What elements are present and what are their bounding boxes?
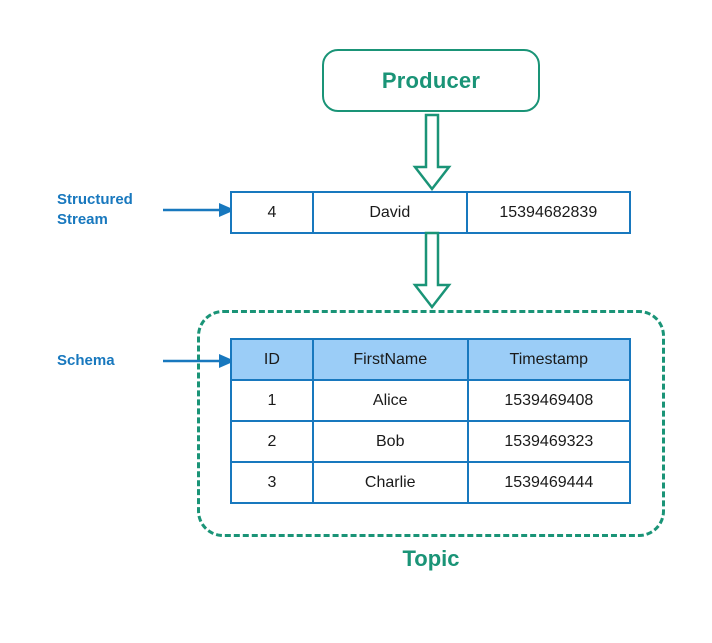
arrow-right-icon-schema <box>163 353 235 369</box>
schema-header-id: ID <box>230 338 314 381</box>
schema-table: ID FirstName Timestamp 1 Alice 153946940… <box>230 338 632 504</box>
table-row: 2 Bob 1539469323 <box>230 420 632 463</box>
producer-node: Producer <box>322 49 540 112</box>
stream-cell-id: 4 <box>230 191 314 234</box>
block-arrow-down-icon-producer-to-stream <box>412 113 452 193</box>
schema-cell-timestamp: 1539469444 <box>466 461 632 504</box>
schema-cell-id: 3 <box>230 461 314 504</box>
schema-header-first-name: FirstName <box>311 338 469 381</box>
table-row: 3 Charlie 1539469444 <box>230 461 632 504</box>
block-arrow-down-icon-stream-to-topic <box>412 231 452 311</box>
schema-label: Schema <box>57 352 115 369</box>
producer-label: Producer <box>381 67 481 93</box>
schema-cell-first-name: Bob <box>311 420 469 463</box>
stream-cell-timestamp: 15394682839 <box>465 191 632 234</box>
schema-cell-timestamp: 1539469323 <box>466 420 632 463</box>
schema-cell-first-name: Charlie <box>311 461 469 504</box>
topic-caption: Topic <box>402 546 460 571</box>
schema-cell-id: 1 <box>230 379 314 422</box>
schema-cell-first-name: Alice <box>311 379 469 422</box>
schema-cell-timestamp: 1539469408 <box>466 379 632 422</box>
schema-cell-id: 2 <box>230 420 314 463</box>
arrow-right-icon-stream <box>163 202 235 218</box>
table-row: 4 David 15394682839 <box>230 191 632 234</box>
structured-stream-label-line1: Structured <box>57 191 133 208</box>
table-row: 1 Alice 1539469408 <box>230 379 632 422</box>
structured-stream-label: Structured Stream <box>57 190 177 230</box>
stream-cell-first-name: David <box>311 191 468 234</box>
topic-container <box>197 310 665 537</box>
schema-header-timestamp: Timestamp <box>466 338 632 381</box>
table-header-row: ID FirstName Timestamp <box>230 338 632 381</box>
structured-stream-row-table: 4 David 15394682839 <box>230 191 632 234</box>
structured-stream-label-line2: Stream <box>57 211 108 228</box>
